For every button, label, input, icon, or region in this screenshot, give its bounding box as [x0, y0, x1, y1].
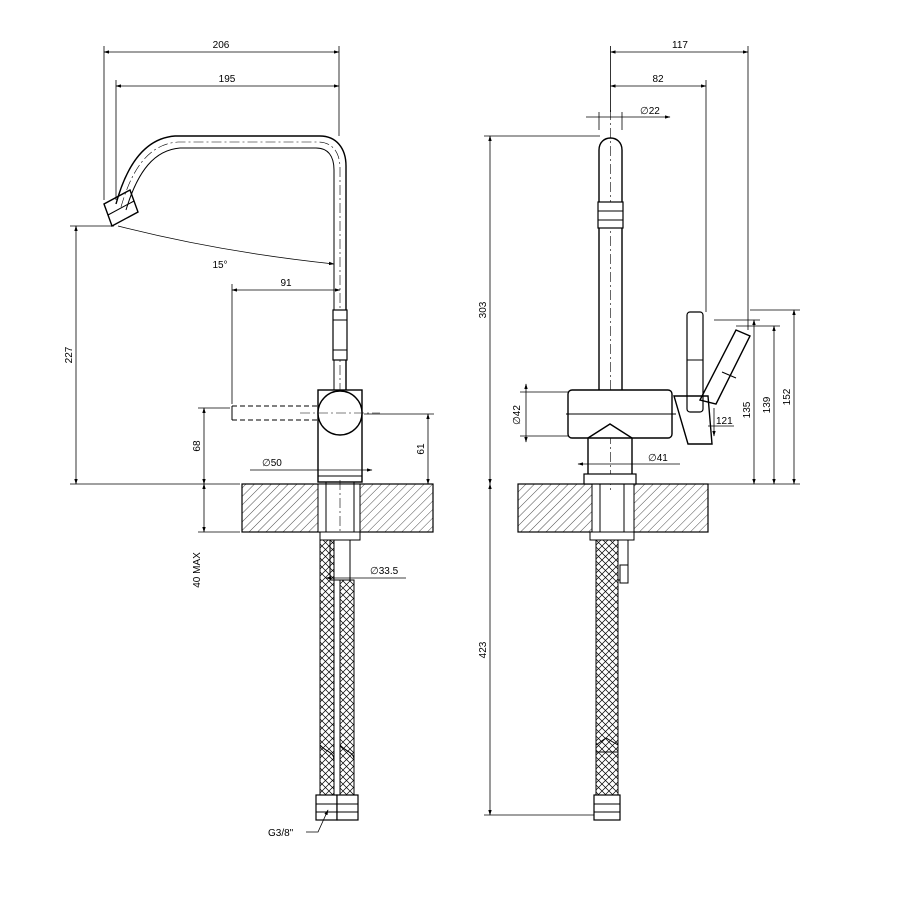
dim-side-117: 117 — [672, 40, 688, 51]
front-hose-right — [339, 579, 355, 796]
side-lever-inclined — [698, 329, 751, 405]
dim-front-195: 195 — [219, 74, 236, 85]
dim-front-206: 206 — [213, 40, 230, 51]
front-fixing-nut — [319, 531, 361, 541]
dim-side-303: 303 — [478, 301, 489, 318]
front-spout-centerline — [120, 141, 341, 480]
front-view: 206 195 15° 91 227 68 61 — [64, 40, 434, 839]
dim-side-152: 152 — [782, 388, 793, 405]
side-mounting-hole — [591, 483, 635, 533]
side-lever-base — [673, 395, 713, 445]
side-view: 117 82 ∅22 303 423 ∅42 ∅41 — [478, 40, 800, 821]
front-spout-tube-inner — [125, 147, 335, 392]
front-spout-outlet — [103, 188, 139, 228]
front-hose-fitting-left — [315, 794, 338, 821]
front-lever-dashed — [232, 405, 318, 421]
dim-front-91: 91 — [280, 278, 292, 289]
front-mounting-hole — [317, 483, 361, 533]
front-spout-tube — [115, 135, 347, 392]
dim-side-82: 82 — [652, 74, 664, 85]
dim-side-dia42: ∅42 — [512, 405, 523, 425]
dim-front-68: 68 — [192, 440, 203, 452]
side-hose-fitting — [593, 794, 621, 821]
dim-front-61: 61 — [416, 443, 427, 455]
dim-front-angle: 15° — [212, 260, 227, 271]
dim-side-423: 423 — [478, 641, 489, 658]
side-spout-ring — [597, 201, 624, 229]
dim-front-dia33: ∅33.5 — [370, 566, 399, 577]
dim-side-139: 139 — [762, 396, 773, 413]
dim-side-dia22: ∅22 — [640, 106, 660, 117]
side-hose — [595, 539, 619, 796]
side-body-neck — [587, 423, 633, 481]
front-pullout-segment — [332, 309, 348, 361]
side-lever-vertical — [686, 311, 704, 413]
dim-front-40max: 40 MAX — [192, 552, 203, 588]
front-dimensions: 206 195 15° 91 227 68 61 — [64, 40, 434, 839]
front-hose-fitting-right — [336, 794, 359, 821]
dim-side-121: 121 — [716, 416, 733, 427]
dim-front-thread: G3/8" — [268, 828, 294, 839]
dim-side-dia41: ∅41 — [648, 453, 668, 464]
dim-front-dia50: ∅50 — [262, 458, 282, 469]
dim-side-135: 135 — [742, 401, 753, 418]
side-dimensions: 117 82 ∅22 303 423 ∅42 ∅41 — [478, 40, 800, 816]
side-fixing-nut — [589, 531, 635, 541]
dim-front-227: 227 — [64, 346, 75, 363]
